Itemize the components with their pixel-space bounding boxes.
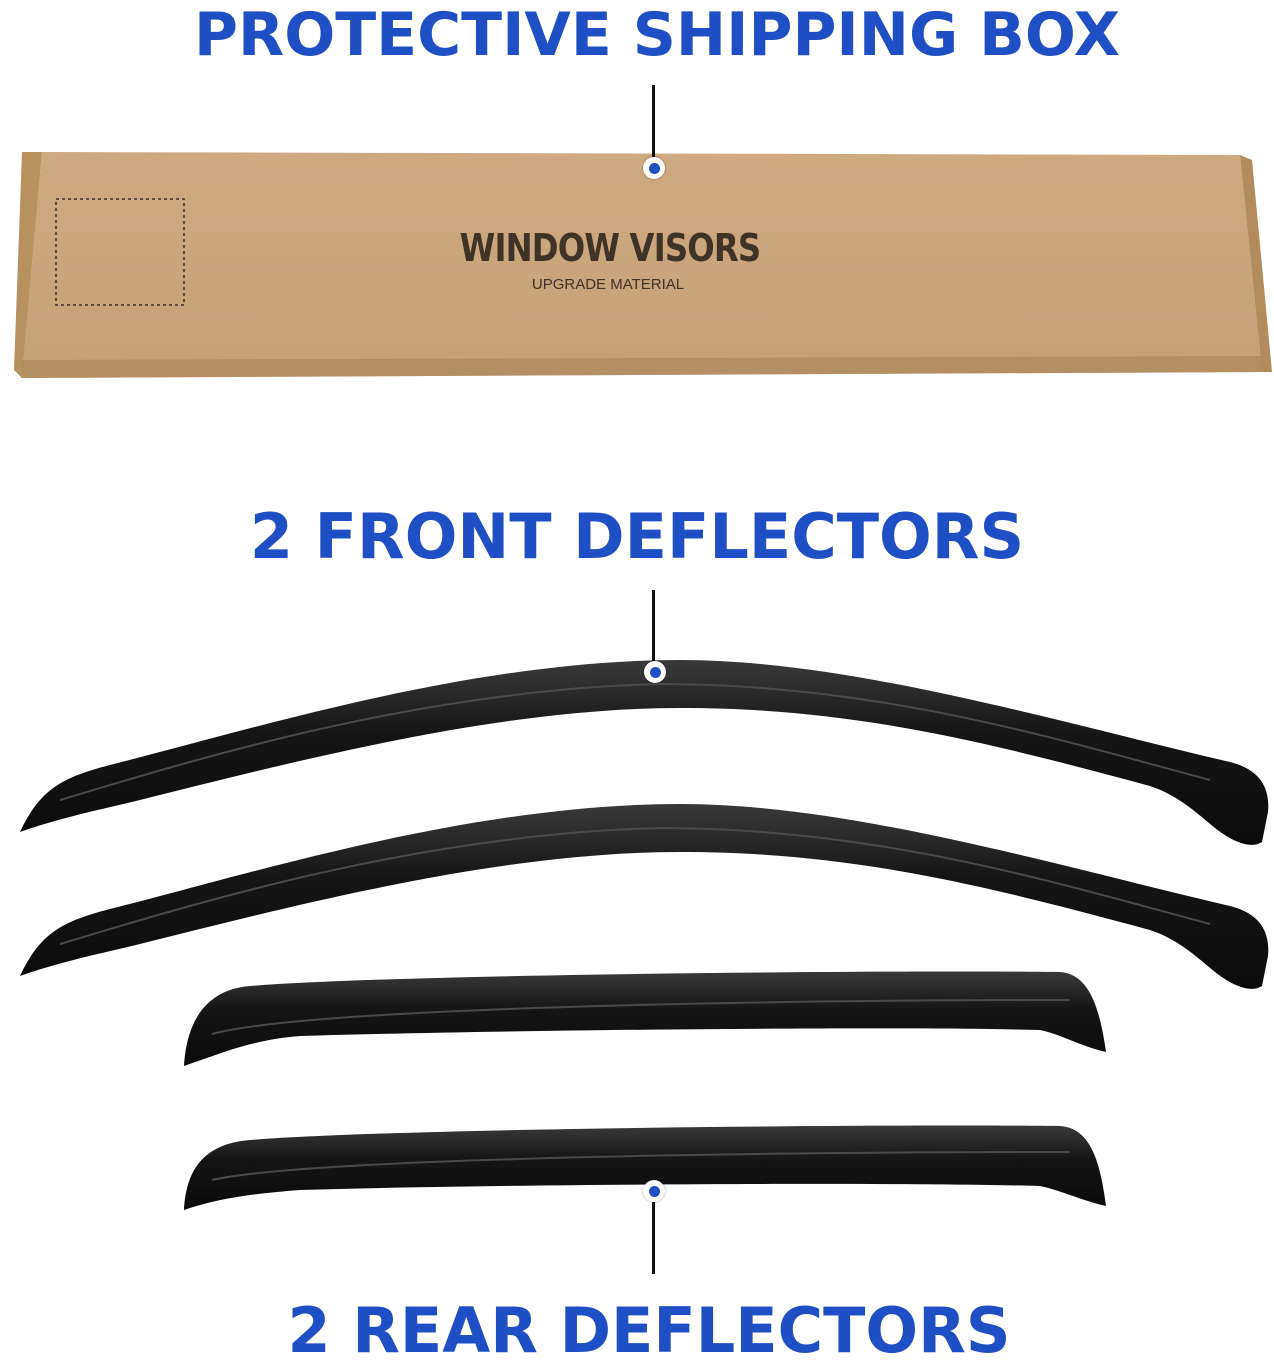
marker-dot-box [643,157,665,179]
heading-rear-deflectors: 2 REAR DEFLECTORS [287,1294,1011,1367]
box-subtitle-text: UPGRADE MATERIAL [531,276,685,293]
leader-line-front [652,590,655,666]
heading-shipping-box: PROTECTIVE SHIPPING BOX [194,0,1120,70]
box-title-text: WINDOW VISORS [459,226,761,270]
box-label-area [55,198,185,306]
box-left-face [14,152,42,378]
marker-dot-rear [643,1180,665,1202]
heading-front-deflectors: 2 FRONT DEFLECTORS [249,500,1025,573]
box-top-face [22,152,1262,378]
leader-line-box [652,85,655,161]
rear-deflector-2 [184,1125,1106,1210]
leader-line-rear [652,1202,655,1274]
shipping-box [14,152,1272,378]
front-deflector-2 [20,804,1269,989]
box-bottom-edge [22,356,1262,378]
front-deflector-1 [20,660,1269,845]
box-right-face [1240,155,1272,372]
rear-deflector-1 [184,971,1106,1066]
marker-dot-front [644,661,666,683]
